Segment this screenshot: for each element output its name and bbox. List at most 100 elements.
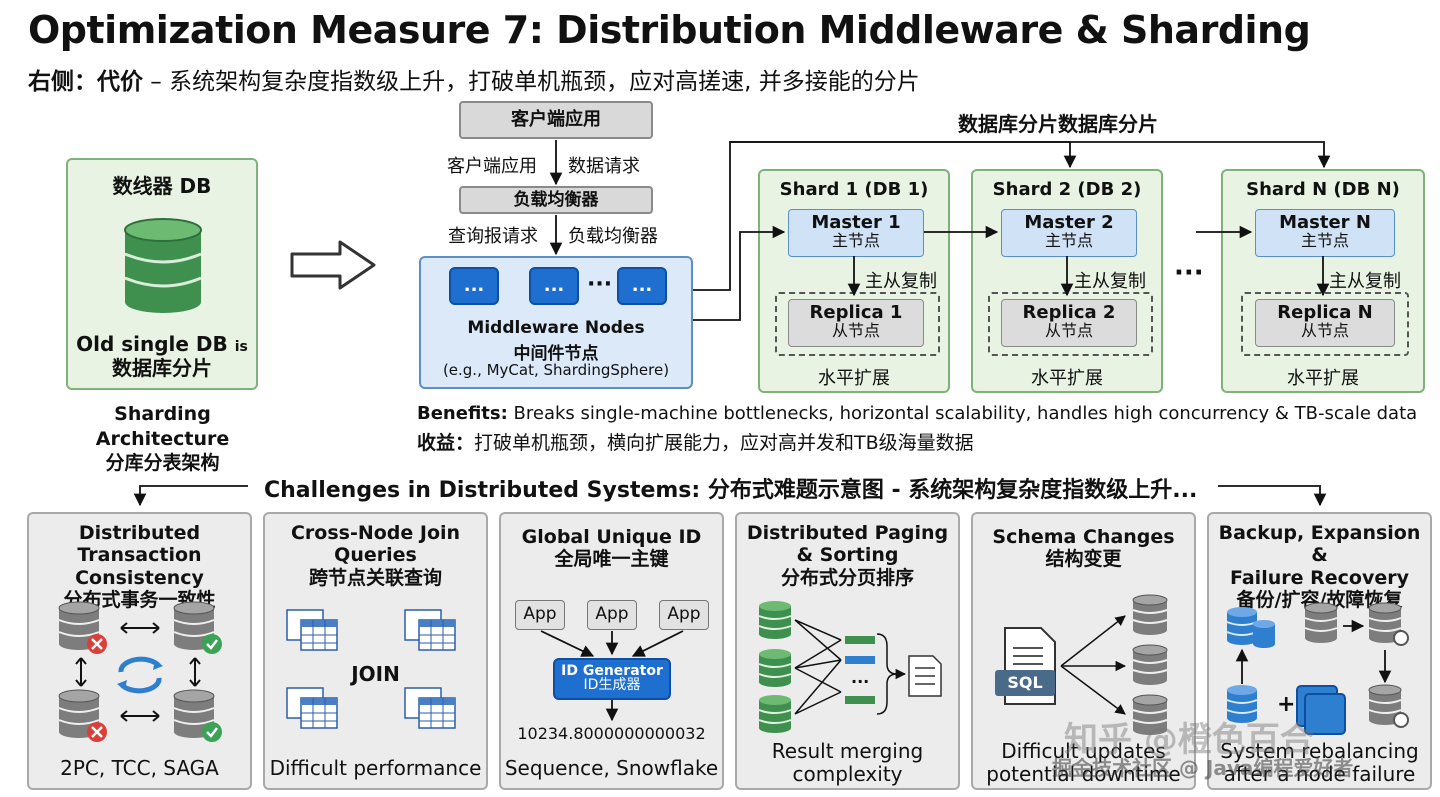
panel-title: Distributed Paging & Sorting 分布式分页排序 bbox=[746, 522, 949, 589]
sql-badge: SQL bbox=[995, 670, 1055, 696]
page-subtitle: 右侧：代价 – 系统架构复杂度指数级上升，打破单机瓶颈，应对高搓速, 并多接能的… bbox=[28, 62, 920, 96]
replication-label: 主从复制 bbox=[1074, 271, 1146, 292]
app-box-1: App bbox=[515, 600, 565, 630]
panel-caption: 2PC, TCC, SAGA bbox=[60, 756, 219, 780]
query-request-label: 查询报请求 bbox=[448, 226, 538, 247]
panel-title: Global Unique ID 全局唯一主键 bbox=[521, 526, 702, 571]
old-db-caption-is: is bbox=[234, 339, 248, 355]
replica-node: Replica N 从节点 bbox=[1255, 299, 1395, 347]
horizontal-scale-label: 水平扩展 bbox=[818, 368, 890, 389]
panel-schema-changes: Schema Changes 结构变更 SQL Difficult update… bbox=[971, 512, 1196, 790]
panel-title: Distributed Transaction Consistency 分布式事… bbox=[63, 522, 216, 612]
replica-label-cn: 从节点 bbox=[831, 320, 880, 340]
plus-sign: + bbox=[1277, 692, 1296, 717]
panel-global-unique-id: Global Unique ID 全局唯一主键 App App App ID G… bbox=[499, 512, 724, 790]
load-balancer-label: 负载均衡器 bbox=[568, 226, 658, 247]
master-label: Master 2 bbox=[1024, 212, 1114, 233]
app-box-2: App bbox=[587, 600, 637, 630]
master-node: Master 2 主节点 bbox=[1001, 209, 1137, 257]
id-arrows bbox=[540, 630, 684, 722]
middleware-node-3: ... bbox=[617, 267, 667, 305]
panel-caption: Sequence, Snowflake bbox=[504, 756, 719, 780]
panel-caption: Difficult updates potential downtime bbox=[986, 739, 1181, 786]
shard-name: Shard 2 (DB 2) bbox=[992, 179, 1142, 200]
transaction-diagram bbox=[58, 601, 222, 742]
watermark-juejin: 掘金技术社区 @ Java编程爱好者 bbox=[1052, 756, 1354, 780]
table-grid-icons bbox=[286, 609, 456, 729]
database-icon bbox=[124, 218, 202, 313]
master-label-cn: 主节点 bbox=[1300, 230, 1349, 250]
subtitle-bold: 右侧：代价 bbox=[28, 69, 143, 95]
shard-n-box: Shard N (DB N) Master N 主节点 主从复制 Replica… bbox=[1221, 169, 1425, 393]
join-label: JOIN bbox=[351, 662, 400, 686]
arch-caption-en: Sharding Architecture bbox=[95, 403, 230, 450]
client-app-box: 客户端应用 bbox=[459, 101, 653, 139]
replication-label: 主从复制 bbox=[865, 271, 937, 292]
master-label: Master 1 bbox=[811, 212, 901, 233]
data-request-label: 数据请求 bbox=[568, 156, 640, 177]
paging-diagram bbox=[758, 601, 942, 733]
panel-caption: System rebalancing after a node failure bbox=[1220, 739, 1419, 786]
replica-node: Replica 1 从节点 bbox=[788, 299, 924, 347]
old-db-caption-line2: 数据库分片 bbox=[112, 356, 212, 380]
replica-node: Replica 2 从节点 bbox=[1001, 299, 1137, 347]
old-db-caption: Old single DB is 数据库分片 bbox=[68, 332, 256, 380]
schema-db-icons bbox=[1060, 594, 1168, 735]
master-label: Master N bbox=[1279, 212, 1371, 233]
old-db-title: 数线器 DB bbox=[112, 174, 212, 198]
panel-title: Backup, Expansion & Failure Recovery 备份/… bbox=[1218, 522, 1421, 612]
master-node: Master N 主节点 bbox=[1255, 209, 1395, 257]
app-box-3: App bbox=[659, 600, 709, 630]
sharding-title: 数据库分片数据库分片 bbox=[958, 112, 1158, 136]
master-label-cn: 主节点 bbox=[1044, 230, 1093, 250]
shard-name: Shard N (DB N) bbox=[1246, 179, 1400, 200]
benefits-text: Breaks single-machine bottlenecks, horiz… bbox=[507, 403, 1418, 424]
replica-label: Replica 2 bbox=[1022, 302, 1116, 323]
replica-label: Replica N bbox=[1277, 302, 1373, 323]
client-app-label: 客户端应用 bbox=[447, 156, 537, 177]
panel-backup-recovery: Backup, Expansion & Failure Recovery 备份/… bbox=[1207, 512, 1432, 790]
horizontal-scale-label: 水平扩展 bbox=[1287, 368, 1359, 389]
middleware-nodes-ellipsis: ··· bbox=[587, 272, 613, 297]
panel-distributed-transaction: Distributed Transaction Consistency 分布式事… bbox=[27, 512, 252, 790]
shard-name: Shard 1 (DB 1) bbox=[779, 179, 929, 200]
id-generator-box: ID Generator ID生成器 bbox=[553, 658, 671, 700]
middleware-title-en: Middleware Nodes bbox=[467, 318, 645, 338]
shard-1-box: Shard 1 (DB 1) Master 1 主节点 主从复制 Replica… bbox=[758, 169, 950, 393]
panel-title: Schema Changes 结构变更 bbox=[992, 526, 1175, 571]
paging-dots: ... bbox=[851, 668, 870, 687]
replica-label: Replica 1 bbox=[809, 302, 903, 323]
master-node: Master 1 主节点 bbox=[788, 209, 924, 257]
backup-diagram bbox=[1226, 602, 1409, 735]
replication-label: 主从复制 bbox=[1329, 271, 1401, 292]
middleware-node-2: ... bbox=[529, 267, 579, 305]
middleware-nodes-box: ... ... ··· ... Middleware Nodes 中间件节点 (… bbox=[419, 256, 693, 389]
subtitle-text: – 系统架构复杂度指数级上升，打破单机瓶颈，应对高搓速, 并多接能的分片 bbox=[143, 69, 920, 95]
transition-arrow-icon bbox=[290, 240, 376, 290]
panel-caption: Difficult performance bbox=[269, 756, 482, 780]
middleware-example: (e.g., MyCat, ShardingSphere) bbox=[442, 361, 670, 379]
watermark-zhihu: 知乎 @橙色百合 bbox=[1064, 720, 1314, 760]
middleware-node-1: ... bbox=[449, 267, 499, 305]
load-balancer-box: 负载均衡器 bbox=[459, 186, 653, 214]
benefits-label: Benefits: bbox=[417, 403, 508, 424]
id-value: 10234.8000000000032 bbox=[517, 724, 706, 743]
arch-caption-cn: 分库分表架构 bbox=[105, 452, 220, 475]
replica-label-cn: 从节点 bbox=[1044, 320, 1093, 340]
panel-caption: Result merging complexity bbox=[771, 739, 924, 786]
benefits-en: Benefits: Breaks single-machine bottlene… bbox=[417, 403, 1417, 424]
replica-label-cn: 从节点 bbox=[1300, 320, 1349, 340]
old-db-caption-line1: Old single DB bbox=[76, 332, 228, 356]
shard-ellipsis: ··· bbox=[1174, 258, 1204, 288]
old-db-box: 数线器 DB Old single DB is 数据库分片 bbox=[66, 158, 258, 390]
challenges-title: Challenges in Distributed Systems: 分布式难题… bbox=[264, 478, 1198, 503]
panel-title: Cross-Node Join Queries 跨节点关联查询 bbox=[290, 522, 461, 589]
benefits-cn: 收益：打破单机瓶颈，横向扩展能力，应对高并发和TB级海量数据 bbox=[417, 428, 974, 455]
middleware-title-cn: 中间件节点 bbox=[513, 344, 599, 364]
benefits-cn-label: 收益： bbox=[417, 432, 475, 454]
master-label-cn: 主节点 bbox=[831, 230, 880, 250]
arch-caption: Sharding Architecture 分库分表架构 bbox=[50, 402, 275, 476]
panel-cross-node-join: Cross-Node Join Queries 跨节点关联查询 JOIN Dif… bbox=[263, 512, 488, 790]
panel-distributed-paging: Distributed Paging & Sorting 分布式分页排序 . bbox=[735, 512, 960, 790]
